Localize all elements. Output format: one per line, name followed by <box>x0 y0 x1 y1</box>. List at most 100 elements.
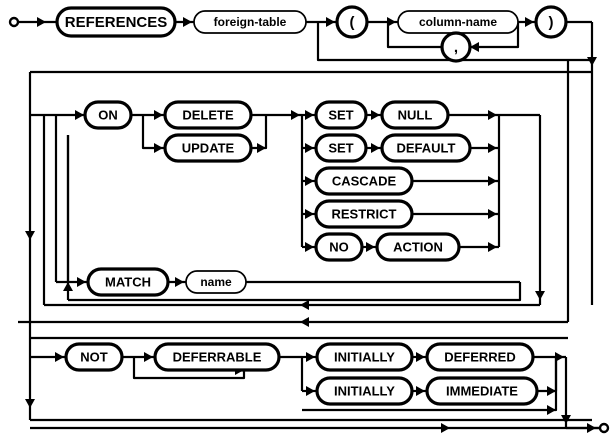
arrow-head <box>300 300 309 310</box>
node-label-not: NOT <box>80 349 108 364</box>
arrow-head <box>441 423 450 433</box>
node-shape-match <box>86 267 170 297</box>
arrow-head <box>555 352 564 362</box>
node-shape-deferrable <box>153 342 281 372</box>
arrow-head <box>525 17 534 27</box>
node-label-name: name <box>200 275 232 289</box>
arrow-head <box>416 352 425 362</box>
node-null: NULL <box>380 100 450 130</box>
arrow-head <box>326 17 335 27</box>
rail-segment <box>537 357 558 393</box>
arrow-head <box>291 110 300 120</box>
arrow-head <box>371 110 380 120</box>
node-column-name: column-name <box>397 10 519 34</box>
node-rparen: ) <box>534 5 568 39</box>
node-label-on: ON <box>98 107 118 122</box>
node-restrict: RESTRICT <box>314 199 414 229</box>
node-shape-delete <box>163 100 253 130</box>
arrow-head <box>416 386 425 396</box>
arrow-head <box>154 143 163 153</box>
node-match: MATCH <box>86 267 170 297</box>
arrow-head <box>144 352 153 362</box>
node-label-comma: , <box>454 39 458 56</box>
node-shape-update <box>163 133 253 163</box>
arrow-head <box>488 209 497 219</box>
node-label-match: MATCH <box>105 274 151 289</box>
node-set1: SET <box>314 100 368 130</box>
node-label-immediate: IMMEDIATE <box>446 383 518 398</box>
rail-segment <box>251 115 268 150</box>
node-deferrable: DEFERRABLE <box>153 342 281 372</box>
arrow-head <box>257 143 266 153</box>
node-shape-comma <box>440 31 472 63</box>
node-shape-deferred <box>425 342 535 372</box>
node-shape-set1 <box>314 100 368 130</box>
arrow-head <box>305 209 314 219</box>
arrow-head <box>306 352 315 362</box>
node-label-references: REFERENCES <box>65 14 168 31</box>
node-references: REFERENCES <box>55 6 177 38</box>
arrow-head <box>305 143 314 153</box>
arrow-head <box>561 415 571 424</box>
arrow-head <box>488 110 497 120</box>
node-shape-initially2 <box>315 376 414 406</box>
node-label-lparen: ( <box>350 14 355 31</box>
node-immediate: IMMEDIATE <box>425 376 539 406</box>
node-shape-foreign-table <box>193 10 307 34</box>
arrow-head <box>300 317 309 327</box>
arrow-head <box>305 110 314 120</box>
arrow-head <box>183 17 192 27</box>
node-label-update: UPDATE <box>182 140 235 155</box>
rail-segment <box>316 22 592 62</box>
arrow-head <box>75 110 84 120</box>
node-initially2: INITIALLY <box>315 376 414 406</box>
node-initially1: INITIALLY <box>315 342 414 372</box>
node-label-initially2: INITIALLY <box>334 383 395 398</box>
arrow-head <box>535 291 545 300</box>
arrow-head <box>488 176 497 186</box>
arrow-head <box>25 231 35 240</box>
end-circle <box>598 422 610 434</box>
node-shape-immediate <box>425 376 539 406</box>
node-label-deferrable: DEFERRABLE <box>173 349 262 364</box>
start-circle <box>8 16 20 28</box>
node-shape-restrict <box>314 199 414 229</box>
node-no: NO <box>314 232 364 262</box>
node-shape-default <box>380 133 472 163</box>
endpoint-markers <box>8 16 610 434</box>
node-label-null: NULL <box>398 107 433 122</box>
arrow-head <box>77 277 86 287</box>
rail-segment <box>470 22 520 49</box>
arrow-head <box>547 405 556 415</box>
node-label-column-name: column-name <box>419 15 497 29</box>
arrow-head <box>63 282 73 291</box>
node-label-restrict: RESTRICT <box>332 206 397 221</box>
syntax-nodes: REFERENCES foreign-table ( column-name,) ON D… <box>55 5 568 406</box>
arrow-head <box>366 242 375 252</box>
arrow-head <box>371 143 380 153</box>
arrow-head <box>387 17 396 27</box>
node-shape-references <box>55 6 177 38</box>
node-label-set1: SET <box>328 107 353 122</box>
node-comma: , <box>440 31 472 63</box>
node-shape-no <box>314 232 364 262</box>
node-label-deferred: DEFERRED <box>444 349 516 364</box>
arrow-head <box>154 110 163 120</box>
node-not: NOT <box>64 342 124 372</box>
node-label-set2: SET <box>328 140 353 155</box>
node-shape-name <box>185 270 247 294</box>
arrow-heads <box>25 17 597 433</box>
node-label-foreign-table: foreign-table <box>214 15 287 29</box>
node-label-initially1: INITIALLY <box>334 349 395 364</box>
node-update: UPDATE <box>163 133 253 163</box>
node-label-default: DEFAULT <box>397 140 456 155</box>
arrow-head <box>306 386 315 396</box>
rail-segment <box>386 22 442 49</box>
arrow-head <box>587 423 596 433</box>
node-shape-on <box>83 100 133 130</box>
arrow-head <box>55 352 64 362</box>
node-label-action: ACTION <box>393 239 443 254</box>
arrow-head <box>305 242 314 252</box>
